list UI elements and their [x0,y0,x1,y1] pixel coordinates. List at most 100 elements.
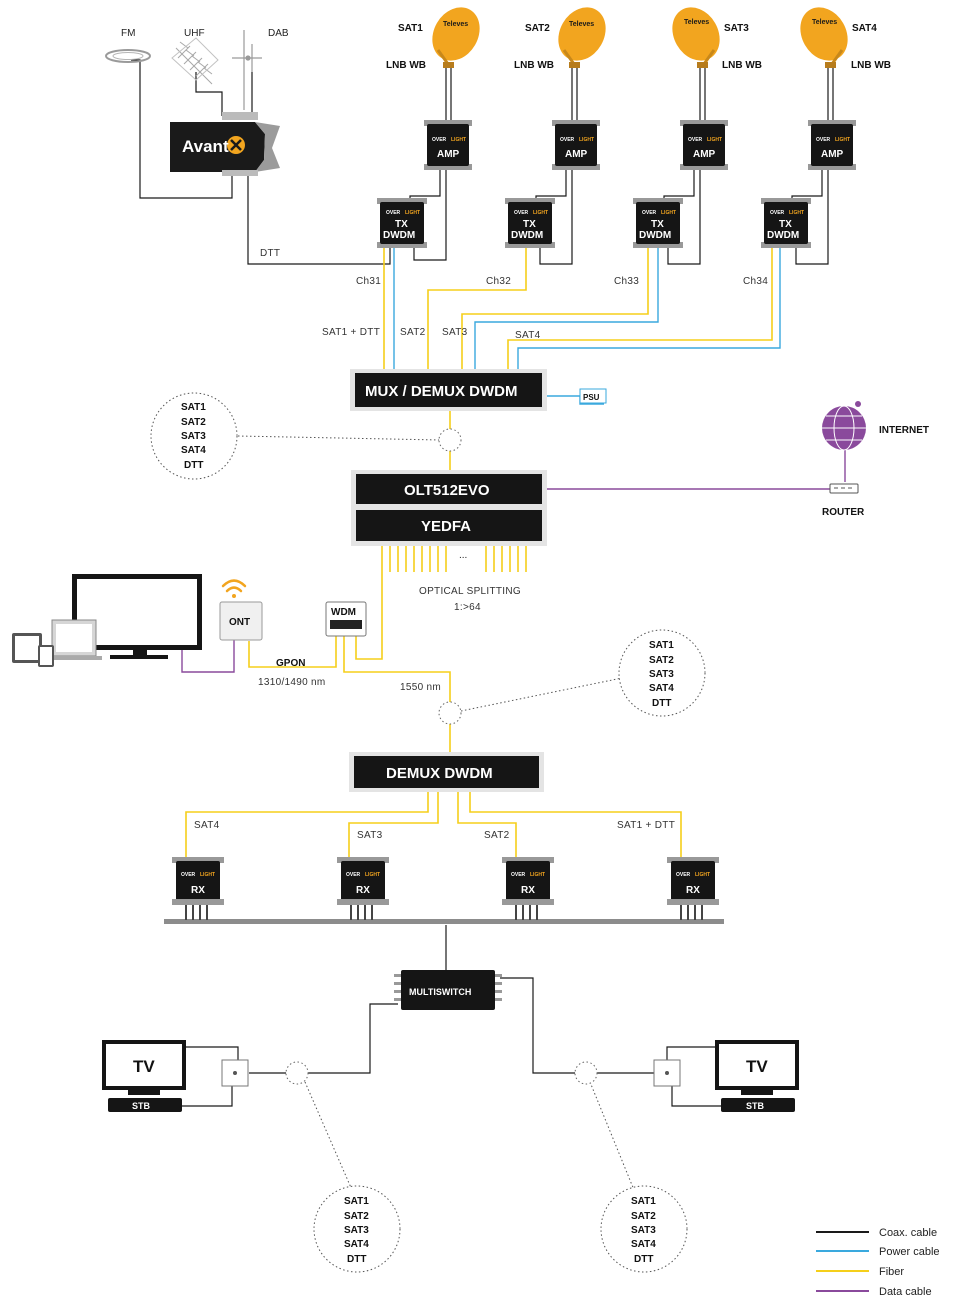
mux-input-label: SAT1 + DTT [322,327,380,338]
bubble-text: SAT4 [631,1239,656,1250]
dish-brand: Televes [684,19,709,26]
rx-module [502,857,554,920]
brand-text: OVER [386,210,401,216]
fm-label: FM [121,28,135,39]
amp-module [424,120,472,170]
signal-bubble [150,392,238,480]
wifi-icon [221,579,247,598]
demux-output-label: SAT3 [357,830,383,841]
brand-text: OVER [432,137,447,143]
amp-label: AMP [821,149,844,160]
demux-output-label: SAT1 + DTT [617,820,675,831]
bubble-text: SAT3 [181,431,206,442]
sat-label: SAT3 [724,23,749,34]
tablet-icon [12,633,54,667]
tv-right [715,1040,799,1112]
rx-label: RX [191,885,205,896]
mux-input-label: SAT3 [442,327,468,338]
gpon-nm-label: 1310/1490 nm [258,677,326,688]
tx-label: TX [779,219,792,230]
satellite-dish-icon [800,7,848,68]
psu-label: PSU [583,393,600,402]
bubble-text: SAT1 [344,1196,369,1207]
legend-label: Fiber [879,1266,904,1278]
ont-box [219,601,263,641]
dab-label: DAB [268,28,289,39]
channel-label: Ch32 [486,276,511,287]
stb-label: STB [746,1101,765,1111]
brand-text: OVER [181,872,196,878]
legend-label: Power cable [879,1246,940,1258]
amp-module [680,120,728,170]
satellite-dish-icon [672,7,720,68]
sat-label: SAT4 [852,23,877,34]
bubble-text: SAT3 [649,669,674,680]
multiswitch-label: MULTISWITCH [409,987,471,997]
bubble-text: SAT4 [344,1239,369,1250]
dab-antenna-icon [232,30,262,110]
bubble-text: SAT2 [181,417,206,428]
stb-label: STB [132,1101,151,1111]
brand-text: LIGHT [365,872,380,878]
wdm-box [325,601,367,637]
nm1550-label: 1550 nm [400,682,441,693]
lnb-label: LNB WB [722,60,762,71]
dotted-connectors [237,435,635,1191]
wall-outlet-icon [653,1059,681,1087]
brand-text: OVER [816,137,831,143]
amp-module [552,120,600,170]
rx-module [667,857,719,920]
bubble-text: SAT1 [649,640,674,651]
gpon-label: GPON [276,658,305,669]
brand-text: LIGHT [707,137,722,143]
split-node [438,701,462,725]
psu-box [579,388,607,404]
tx-dwdm-module [761,198,811,248]
amp-label: AMP [565,149,588,160]
avant-headend-icon [170,112,280,176]
tx-label: DWDM [639,230,671,241]
amp-modules [424,120,856,170]
tx-dwdm-module [505,198,555,248]
tx-label: DWDM [383,230,415,241]
multiswitch-box [394,970,502,1010]
monitor-icon [72,574,202,659]
brand-text: LIGHT [200,872,215,878]
bubble-text: SAT2 [631,1211,656,1222]
split-node [574,1061,598,1085]
fiber-cables [185,248,773,857]
signal-bubble [313,1185,401,1273]
sat-dishes [432,7,848,68]
sat-label: SAT1 [398,23,423,34]
tx-modules [377,198,811,248]
brand-text: OVER [514,210,529,216]
coax-cables [131,59,834,1107]
power-cables [393,248,781,405]
headend-brand: Avant [182,137,229,156]
tx-dwdm-module [633,198,683,248]
brand-text: OVER [642,210,657,216]
brand-text: OVER [560,137,575,143]
bubble-text: SAT1 [631,1196,656,1207]
brand-text: OVER [770,210,785,216]
tv-label: TV [746,1057,768,1076]
lnb-label: LNB WB [514,60,554,71]
rx-modules [172,857,719,920]
bubble-text: DTT [634,1254,653,1265]
brand-text: OVER [688,137,703,143]
tx-label: DWDM [511,230,543,241]
channel-label: Ch34 [743,276,768,287]
brand-text: OVER [676,872,691,878]
satellite-dish-icon [558,7,606,68]
signal-bubble [600,1185,688,1273]
router-label: ROUTER [822,507,865,518]
brand-text: LIGHT [789,210,804,216]
legend-label: Data cable [879,1286,932,1298]
tx-label: TX [651,219,664,230]
amp-label: AMP [693,149,716,160]
bubble-text: DTT [652,698,671,709]
rx-label: RX [356,885,370,896]
tx-label: TX [523,219,536,230]
splitter-ellipsis: ... [459,550,467,561]
